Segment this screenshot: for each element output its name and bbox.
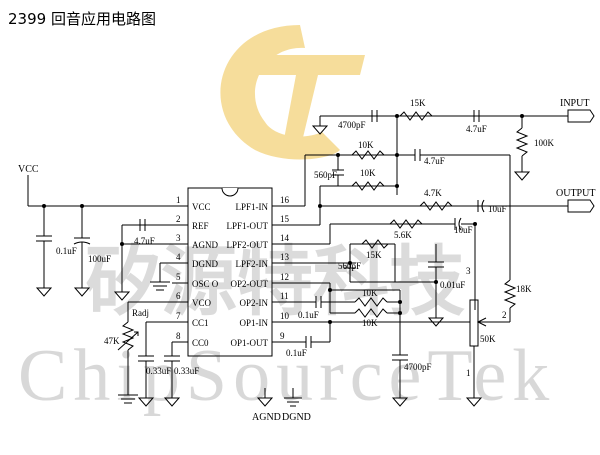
pin-11-num: 11: [280, 291, 289, 301]
pin-5-name: OSC O: [192, 279, 219, 289]
output-label: OUTPUT: [556, 188, 595, 199]
c-0-1uf-vcc-label: 0.1uF: [56, 246, 77, 256]
pin-10-num: 10: [280, 311, 290, 321]
ground-symbol: [113, 291, 131, 301]
pin-3-name: AGND: [192, 240, 218, 250]
pin-2-num: 2: [176, 214, 181, 224]
ground-symbol: [256, 397, 274, 407]
r-15k-top-label: 15K: [410, 98, 426, 108]
c-0-33uf-a-label: 0.33uF: [146, 366, 171, 376]
pin-9-name: OP1-OUT: [231, 338, 269, 348]
ground-symbol: [465, 397, 483, 407]
diagram-title: 2399 回音应用电路图: [8, 10, 156, 28]
c-10uf-out-label: 10uF: [488, 204, 507, 214]
r-47k-label: 47K: [104, 336, 120, 346]
r-100k-label: 100K: [534, 138, 555, 148]
ground-symbol: [73, 287, 91, 297]
pot-pin-2-label: 2: [502, 310, 507, 320]
pin-12-name: OP2-OUT: [231, 279, 269, 289]
input-label: INPUT: [560, 98, 589, 109]
c-0-1uf-op-label: 0.1uF: [298, 310, 319, 320]
pin-3-num: 3: [176, 233, 181, 243]
ground-symbol: [391, 397, 409, 407]
ground-symbol: [163, 397, 181, 407]
pin-8-num: 8: [176, 331, 181, 341]
pin-5-num: 5: [176, 272, 181, 282]
r-10k-c-label: 10K: [362, 288, 378, 298]
r-15k-mid-label: 15K: [366, 250, 382, 260]
pin-14-name: LPF2-OUT: [226, 240, 268, 250]
pin-2-name: REF: [192, 221, 209, 231]
pin-13-num: 13: [280, 252, 290, 262]
watermark-logo: [220, 25, 340, 160]
junctions: [42, 114, 524, 324]
r-10k-d-label: 10K: [362, 318, 378, 328]
pin-4-num: 4: [176, 252, 181, 262]
pin-14-num: 14: [280, 233, 290, 243]
c-4-7uf-in-label: 4.7uF: [466, 124, 487, 134]
pot-50k-label: 50K: [480, 334, 496, 344]
pin-11-name: OP2-IN: [240, 298, 269, 308]
c-10uf-mid-label: 10uF: [454, 225, 473, 235]
pin-12-num: 12: [280, 272, 289, 282]
watermark-logo-bar: [246, 55, 365, 150]
pin-16-num: 16: [280, 195, 290, 205]
c-4-7uf-mid-label: 4.7uF: [424, 156, 445, 166]
dgnd-label: DGND: [282, 412, 311, 423]
ground-symbol: [35, 287, 53, 297]
watermark: 矽源特科技 ChipSourceTek: [18, 25, 555, 417]
pin-9-num: 9: [280, 331, 285, 341]
pin-6-num: 6: [176, 291, 181, 301]
r-4-7k-label: 4.7K: [424, 188, 442, 198]
input-port[interactable]: [567, 109, 595, 123]
pin-16-name: LPF1-IN: [235, 202, 268, 212]
ground-symbol: [311, 125, 329, 135]
pin-15-num: 15: [280, 214, 290, 224]
c-4700pf-top-label: 4700pF: [338, 120, 366, 130]
c-0-01uf-label: 0.01uF: [440, 280, 465, 290]
vcc-label: VCC: [18, 164, 39, 175]
pin-7-name: CC1: [192, 318, 209, 328]
r-adj-label: Radj: [132, 308, 149, 318]
pin-6-name: VCO: [192, 298, 212, 308]
c-560pf-top-label: 560pF: [314, 170, 337, 180]
c-0-33uf-b-label: 0.33uF: [174, 366, 199, 376]
ic-notch: [221, 187, 239, 197]
labels: VCC INPUT OUTPUT AGND DGND 1 2 3 4 5 6 7…: [18, 98, 595, 423]
output-port[interactable]: [567, 199, 595, 213]
pin-4-name: DGND: [192, 259, 218, 269]
c-100uf-label: 100uF: [88, 254, 111, 264]
pin-10-name: OP1-IN: [240, 318, 269, 328]
r-10k-a-label: 10K: [358, 140, 374, 150]
pin-13-name: LPF2-IN: [235, 259, 268, 269]
watermark-company-en: ChipSourceTek: [18, 335, 555, 417]
pot-pin-3-label: 3: [466, 266, 471, 276]
ground-symbol: [137, 397, 155, 407]
pin-7-num: 7: [176, 311, 181, 321]
r-18k-label: 18K: [516, 284, 532, 294]
ground-symbol: [513, 171, 531, 181]
c-560pf-mid-label: 560pF: [338, 261, 361, 271]
r-10k-b-label: 10K: [360, 168, 376, 178]
c-0-1uf-bot-label: 0.1uF: [286, 348, 307, 358]
pin-1-name: VCC: [192, 202, 211, 212]
pot-pin-1-label: 1: [466, 368, 471, 378]
pin-15-name: LPF1-OUT: [226, 221, 268, 231]
r-5-6k-label: 5.6K: [394, 230, 412, 240]
pin-8-name: CC0: [192, 338, 209, 348]
agnd-label: AGND: [252, 412, 281, 423]
c-4-7uf-ref-label: 4.7uF: [134, 236, 155, 246]
c-4700pf-bot-label: 4700pF: [404, 362, 432, 372]
pin-1-num: 1: [176, 195, 181, 205]
